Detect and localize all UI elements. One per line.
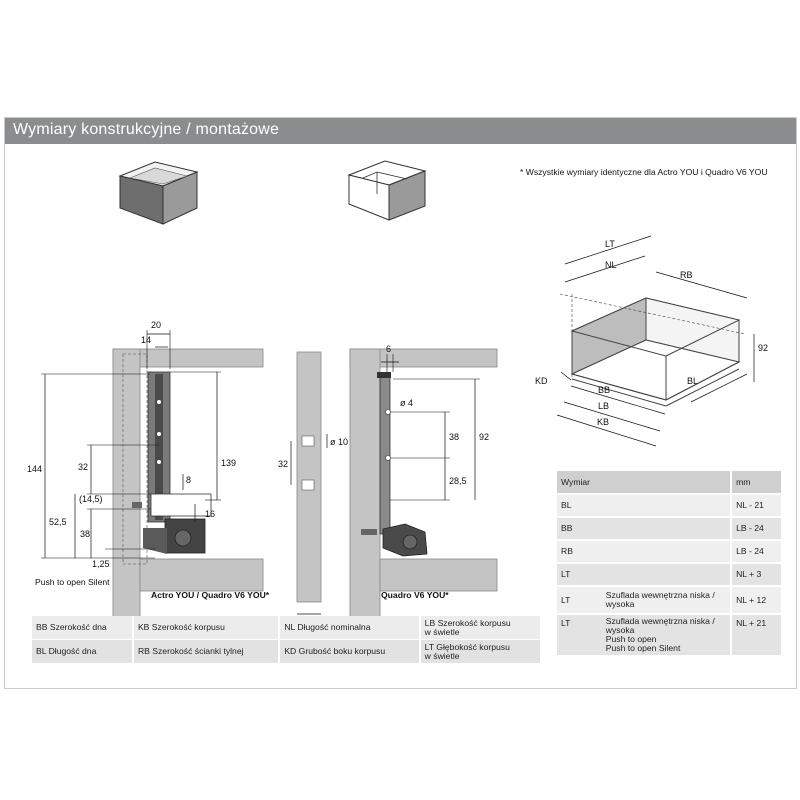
actro-section-drawing: 20 14 144 139 32 8 (14,5) 52,5 16 38 1,2…: [27, 320, 270, 630]
drawer-icon-open: [347, 160, 427, 221]
side-dim-10: ø 10: [330, 437, 348, 447]
iso-label-bb: BB: [598, 385, 610, 395]
page-title: Wymiary konstrukcyjne / montażowe: [13, 121, 280, 138]
quadro-caption: Quadro V6 YOU*: [381, 590, 449, 600]
actro-dim-14: 14: [141, 335, 151, 345]
iso-label-kb: KB: [597, 417, 609, 427]
row-value: LB - 24: [730, 540, 781, 564]
dimension-table-header: Wymiar mm: [557, 471, 781, 495]
legend-cell: KB Szerokość korpusu: [131, 616, 280, 640]
drawer-icon-closed: [118, 161, 199, 225]
actro-dim-8: 8: [186, 475, 191, 485]
row-dim: BL: [557, 494, 602, 518]
dimension-row: BB LB - 24: [557, 517, 781, 541]
row-value: NL - 21: [730, 494, 781, 518]
quadro-dim-92: 92: [479, 432, 489, 442]
row-dim: LT: [557, 614, 602, 657]
dimension-row: LT Szuflada wewnętrzna niska / wysoka Pu…: [557, 614, 781, 657]
row-note: Szuflada wewnętrzna niska / wysoka Push …: [601, 614, 732, 657]
quadro-section-drawing: 6 ø 4 38 92 28,5 Quadro V6 YOU*: [349, 344, 498, 630]
dimension-table: Wymiar mm BL NL - 21 BB LB - 24 RB LB - …: [557, 471, 781, 657]
legend-cell: LT Głębokość korpusu w świetle: [418, 639, 540, 664]
legend-cell: BL Długość dna: [32, 639, 133, 664]
row-note: [601, 494, 732, 518]
dimension-row: LT NL + 3: [557, 563, 781, 587]
actro-caption: Actro YOU / Quadro V6 YOU*: [151, 590, 270, 600]
iso-label-lb: LB: [598, 401, 609, 411]
note-text: * Wszystkie wymiary identyczne dla Actro…: [520, 167, 768, 177]
legend-cell: RB Szerokość ścianki tylnej: [131, 639, 280, 664]
technical-drawing: LT NL RB 92 KD BB BL LB KB * Wszystkie w…: [27, 160, 768, 630]
legend-row: BL Długość dna RB Szerokość ścianki tyln…: [32, 639, 540, 664]
iso-label-nl: NL: [605, 260, 617, 270]
actro-dim-16: 16: [205, 509, 215, 519]
legend-cell: BB Szerokość dna: [32, 616, 133, 640]
row-note-line: Push to open: [605, 634, 657, 644]
row-dim: LT: [557, 563, 602, 587]
quadro-dim-28-5: 28,5: [449, 476, 467, 486]
row-value: NL + 3: [730, 563, 781, 587]
row-note-line: Push to open Silent: [605, 643, 681, 653]
actro-dim-20: 20: [151, 320, 161, 330]
row-note: [601, 517, 732, 541]
quadro-dim-6: 6: [386, 344, 391, 354]
iso-label-rb: RB: [680, 270, 693, 280]
drawing-sheet: Wymiary konstrukcyjne / montażowe: [4, 117, 797, 689]
row-note: [601, 563, 732, 587]
row-note: [601, 540, 732, 564]
side-dim-32: 32: [278, 459, 288, 469]
header-mm: mm: [730, 471, 781, 495]
row-note: Szuflada wewnętrzna niska / wysoka: [601, 586, 732, 615]
legend-cell: KD Grubość boku korpusu: [278, 639, 420, 664]
actro-dim-1-25: 1,25: [92, 559, 110, 569]
row-value: NL + 21: [730, 614, 781, 657]
legend-cell: LB Szerokość korpusu w świetle: [418, 616, 540, 640]
side-panel-drawing: ø 10 32 12: [278, 351, 348, 630]
actro-dim-139: 139: [221, 458, 236, 468]
row-dim: RB: [557, 540, 602, 564]
legend-cell-line: w świetle: [424, 650, 460, 661]
push-to-open-label: Push to open Silent: [35, 577, 110, 587]
actro-dim-14-5: (14,5): [79, 494, 103, 504]
legend-cell-line: LT Głębokość korpusu: [424, 641, 510, 652]
actro-dim-32: 32: [78, 462, 88, 472]
main-area: LT NL RB 92 KD BB BL LB KB * Wszystkie w…: [5, 144, 796, 688]
row-dim: BB: [557, 517, 602, 541]
iso-label-kd: KD: [535, 376, 548, 386]
row-note-line: Szuflada wewnętrzna niska / wysoka: [605, 616, 715, 635]
actro-dim-52-5: 52,5: [49, 517, 67, 527]
quadro-dim-38: 38: [449, 432, 459, 442]
iso-label-lt: LT: [605, 239, 615, 249]
actro-dim-144: 144: [27, 464, 42, 474]
legend-table: BB Szerokość dna KB Szerokość korpusu NL…: [32, 616, 540, 664]
legend-cell-line: LB Szerokość korpusu: [424, 617, 511, 628]
iso-label-bl: BL: [687, 376, 698, 386]
row-value: NL + 12: [730, 586, 781, 615]
legend-cell: NL Długość nominalna: [278, 616, 420, 640]
dimension-row: LT Szuflada wewnętrzna niska / wysoka NL…: [557, 586, 781, 615]
actro-dim-38: 38: [80, 529, 90, 539]
title-bar: Wymiary konstrukcyjne / montażowe: [5, 118, 796, 144]
quadro-dim-4: ø 4: [400, 398, 413, 408]
dimension-row: BL NL - 21: [557, 494, 781, 518]
header-wymiar: Wymiar: [557, 471, 732, 495]
row-value: LB - 24: [730, 517, 781, 541]
legend-cell-line: w świetle: [424, 626, 460, 637]
dimension-row: RB LB - 24: [557, 540, 781, 564]
legend-row: BB Szerokość dna KB Szerokość korpusu NL…: [32, 616, 540, 640]
row-dim: LT: [557, 586, 602, 615]
iso-label-92: 92: [758, 343, 768, 353]
iso-drawer-drawing: LT NL RB 92 KD BB BL LB KB: [535, 235, 768, 447]
